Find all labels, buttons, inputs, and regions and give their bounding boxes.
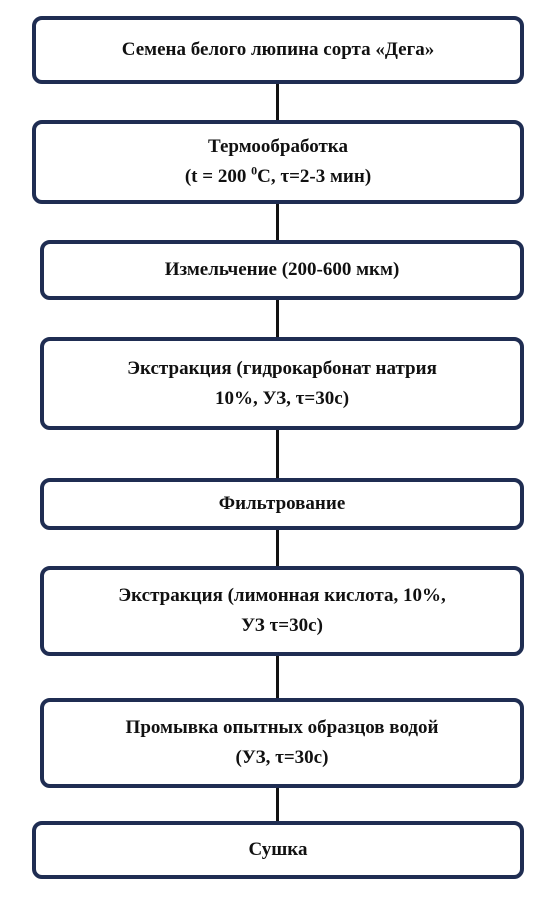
step-filtration: Фильтрование bbox=[40, 478, 524, 530]
connector-3-4 bbox=[276, 300, 279, 337]
step-filtration-label: Фильтрование bbox=[218, 493, 346, 514]
step-extraction-citric-line2: УЗ τ=30с) bbox=[241, 615, 323, 636]
step-washing: Промывка опытных образцов водой (УЗ, τ=3… bbox=[40, 698, 524, 788]
step-heat-treatment-params: (t = 200 0С, τ=2-3 мин) bbox=[185, 162, 371, 192]
connector-7-8 bbox=[276, 788, 279, 821]
step-heat-treatment-label: Термообработка bbox=[208, 136, 348, 157]
step-extraction-bicarbonate-line2: 10%, УЗ, τ=30с) bbox=[214, 387, 350, 409]
heat-temp-prefix: (t = 200 bbox=[184, 166, 252, 187]
connector-4-5 bbox=[276, 430, 279, 478]
connector-2-3 bbox=[276, 204, 279, 240]
step-seeds: Семена белого люпина сорта «Дега» bbox=[32, 16, 524, 84]
step-grinding: Измельчение (200-600 мкм) bbox=[40, 240, 524, 300]
step-extraction-bicarbonate: Экстракция (гидрокарбонат натрия 10%, УЗ… bbox=[40, 337, 524, 430]
heat-temp-degree: 0 bbox=[251, 163, 258, 178]
step-extraction-citric: Экстракция (лимонная кислота, 10%, УЗ τ=… bbox=[40, 566, 524, 656]
step-drying-label: Сушка bbox=[248, 839, 308, 860]
step-drying: Сушка bbox=[32, 821, 524, 879]
connector-1-2 bbox=[276, 84, 279, 120]
heat-temp-suffix: С, τ=2-3 мин) bbox=[257, 166, 372, 187]
step-seeds-label: Семена белого люпина сорта «Дега» bbox=[121, 39, 435, 60]
step-grinding-label: Измельчение (200-600 мкм) bbox=[164, 259, 400, 280]
step-washing-line1: Промывка опытных образцов водой bbox=[125, 717, 439, 738]
step-extraction-bicarbonate-line1: Экстракция (гидрокарбонат натрия bbox=[127, 357, 437, 379]
step-heat-treatment: Термообработка (t = 200 0С, τ=2-3 мин) bbox=[32, 120, 524, 204]
step-washing-line2: (УЗ, τ=30с) bbox=[235, 747, 329, 768]
connector-6-7 bbox=[276, 656, 279, 698]
connector-5-6 bbox=[276, 530, 279, 566]
step-extraction-citric-line1: Экстракция (лимонная кислота, 10%, bbox=[118, 585, 446, 606]
